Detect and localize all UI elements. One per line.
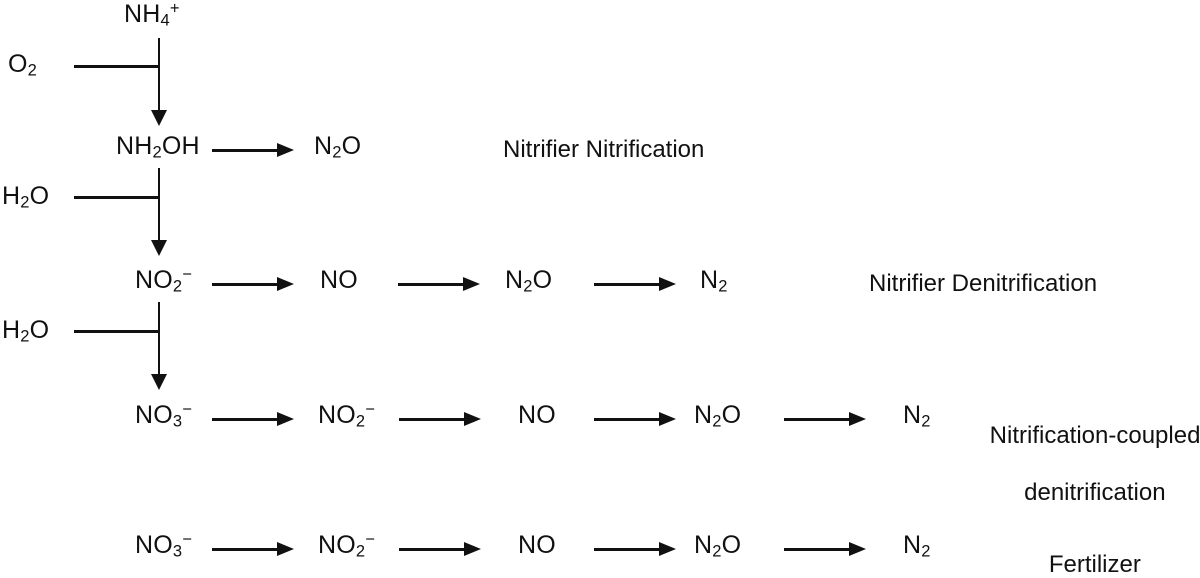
species-n2-row4: N2	[903, 401, 931, 431]
species-nitrite-row3: NO2−	[135, 265, 193, 296]
species-no-row4: NO	[518, 403, 556, 428]
substrate-o2-text: O2	[8, 50, 38, 80]
species-nitrite-row4-text: NO2−	[318, 400, 376, 431]
species-n2o-row1-text: N2O	[314, 132, 362, 162]
label-nitrification-coupled-denitrification: Nitrification-coupled denitrification	[989, 422, 1200, 506]
connector-h2o-1	[74, 196, 159, 199]
species-no-row3: NO	[320, 268, 358, 293]
species-hydroxylamine: NH2OH	[116, 132, 200, 162]
species-n2o-row3: N2O	[505, 266, 553, 296]
arrow-nitrite-to-no-row3	[212, 276, 294, 292]
species-ammonium: NH4+	[124, 0, 180, 30]
species-nitrate-row4-text: NO3−	[135, 400, 193, 431]
substrate-h2o-2: H2O	[2, 316, 50, 346]
arrow-n2o-to-n2-row3	[594, 276, 676, 292]
label-nitrifier-denitrification: Nitrifier Denitrification	[869, 270, 1098, 297]
arrow-hydroxylamine-to-nitrite	[151, 168, 167, 256]
species-nitrate-row5-text: NO3−	[135, 530, 193, 561]
connector-h2o-2	[74, 330, 159, 333]
substrate-h2o-1: H2O	[2, 182, 50, 212]
arrow-no-to-n2o-row4	[594, 411, 676, 427]
species-n2o-row4: N2O	[694, 401, 742, 431]
arrow-nitrate-to-nitrite-row4	[212, 411, 294, 427]
species-nitrite-row3-text: NO2−	[135, 265, 193, 296]
species-n2-row5: N2	[903, 531, 931, 561]
species-n2o-row3-text: N2O	[505, 266, 553, 296]
arrow-nitrite-to-nitrate	[151, 302, 167, 390]
species-n2o-row5: N2O	[694, 531, 742, 561]
arrow-nitrite-to-no-row4	[399, 411, 481, 427]
species-n2o-row5-text: N2O	[694, 531, 742, 561]
label-nitrifier-nitrification: Nitrifier Nitrification	[503, 136, 705, 163]
species-n2o-row1: N2O	[314, 132, 362, 162]
arrow-n2o-to-n2-row5	[784, 541, 866, 557]
species-nitrate-row4: NO3−	[135, 400, 193, 431]
species-nitrite-row5-text: NO2−	[318, 530, 376, 561]
connector-o2	[74, 65, 159, 68]
substrate-h2o-2-text: H2O	[2, 316, 50, 346]
species-no-row3-text: NO	[320, 266, 358, 294]
species-no-row5-text: NO	[518, 531, 556, 559]
arrow-nitrite-to-no-row5	[399, 541, 481, 557]
arrow-no-to-n2o-row5	[594, 541, 676, 557]
label-fertilizer-denitrification: Fertilizer Denitrification	[1048, 551, 1141, 578]
substrate-h2o-1-text: H2O	[2, 182, 50, 212]
species-n2-row3: N2	[700, 266, 728, 296]
species-nitrite-row4: NO2−	[318, 400, 376, 431]
species-ammonium-text: NH4+	[124, 0, 180, 30]
species-n2-row5-text: N2	[903, 531, 931, 561]
arrow-hydroxylamine-to-n2o	[212, 142, 294, 158]
arrow-nitrate-to-nitrite-row5	[212, 541, 294, 557]
species-n2-row4-text: N2	[903, 401, 931, 431]
species-n2o-row4-text: N2O	[694, 401, 742, 431]
species-nitrate-row5: NO3−	[135, 530, 193, 561]
species-hydroxylamine-text: NH2OH	[116, 132, 200, 162]
arrow-n2o-to-n2-row4	[784, 411, 866, 427]
arrow-no-to-n2o-row3	[398, 276, 480, 292]
arrow-ammonium-to-hydroxylamine	[151, 38, 167, 126]
substrate-o2: O2	[8, 50, 38, 80]
species-no-row5: NO	[518, 533, 556, 558]
species-no-row4-text: NO	[518, 401, 556, 429]
species-n2-row3-text: N2	[700, 266, 728, 296]
species-nitrite-row5: NO2−	[318, 530, 376, 561]
